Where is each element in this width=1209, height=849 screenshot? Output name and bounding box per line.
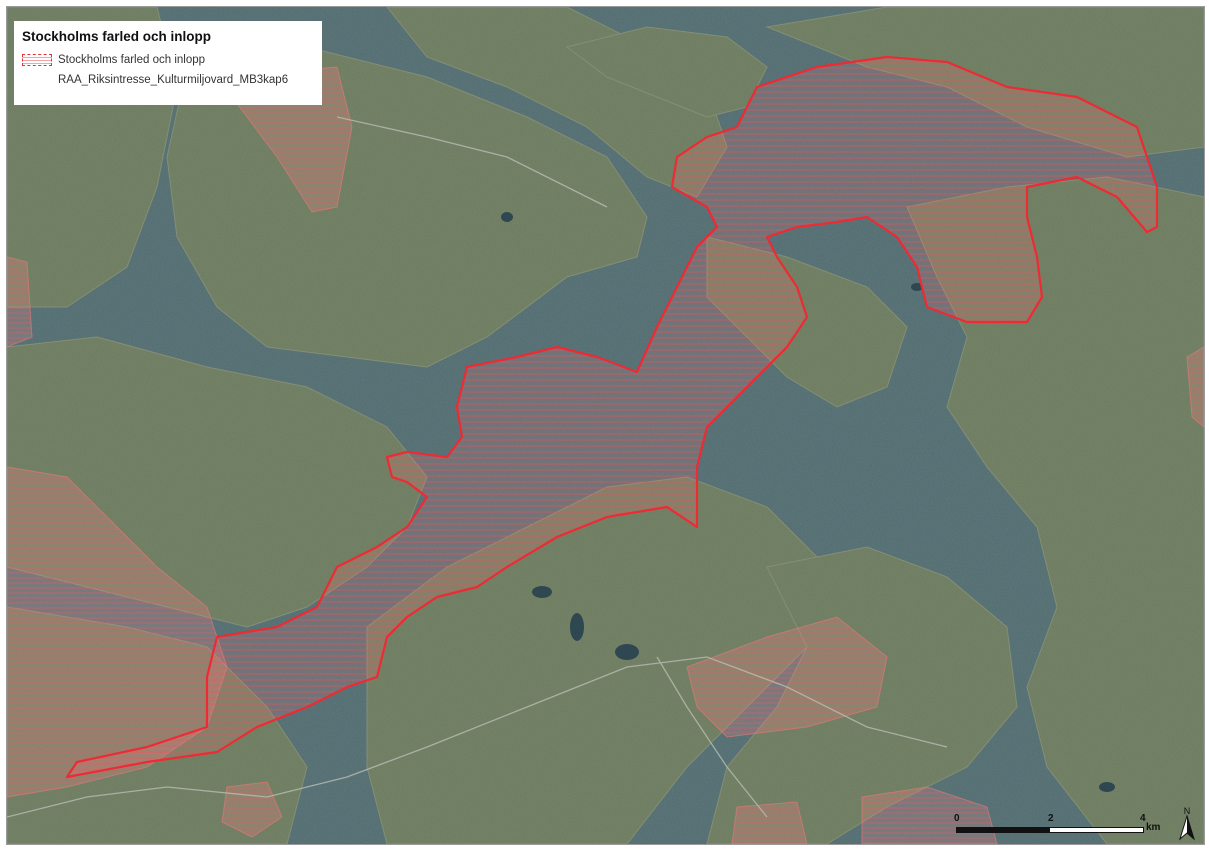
legend-item-fairway: Stockholms farled och inlopp bbox=[22, 51, 312, 69]
lakes bbox=[501, 212, 1115, 792]
scale-tick-4: 4 bbox=[1140, 813, 1146, 824]
legend-title: Stockholms farled och inlopp bbox=[22, 29, 212, 44]
heritage-area-south-small bbox=[221, 781, 283, 838]
heritage-area-south-east bbox=[686, 616, 888, 738]
dashed-polygon-swatch-icon bbox=[22, 54, 52, 66]
aerial-map[interactable] bbox=[7, 7, 1204, 844]
heritage-area-east-edge bbox=[1186, 346, 1204, 428]
legend-item-label: RAA_Riksintresse_Kulturmiljovard_MB3kap6 bbox=[58, 74, 289, 86]
legend-item-heritage: RAA_Riksintresse_Kulturmiljovard_MB3kap6 bbox=[22, 71, 312, 89]
north-arrow-icon: N bbox=[1176, 805, 1198, 841]
heritage-area-far-west bbox=[7, 256, 33, 348]
roads bbox=[7, 116, 948, 818]
fairway-area-polygon[interactable] bbox=[65, 55, 1159, 779]
heritage-area-bottom-center bbox=[731, 801, 808, 844]
scale-tick-2: 2 bbox=[1048, 813, 1054, 824]
legend-item-label: Stockholms farled och inlopp bbox=[58, 54, 206, 66]
north-label: N bbox=[1184, 806, 1191, 816]
scale-bar: 0 2 4 km bbox=[950, 813, 1190, 843]
map-legend: Stockholms farled och inlopp Stockholms … bbox=[14, 21, 322, 105]
scale-bar-fill bbox=[957, 828, 1050, 832]
scale-tick-0: 0 bbox=[954, 813, 960, 824]
scale-bar-track bbox=[956, 827, 1144, 833]
scale-unit: km bbox=[1146, 822, 1161, 833]
empty-swatch-icon bbox=[22, 74, 52, 86]
map-frame[interactable]: Stockholms farled och inlopp Stockholms … bbox=[6, 6, 1205, 845]
